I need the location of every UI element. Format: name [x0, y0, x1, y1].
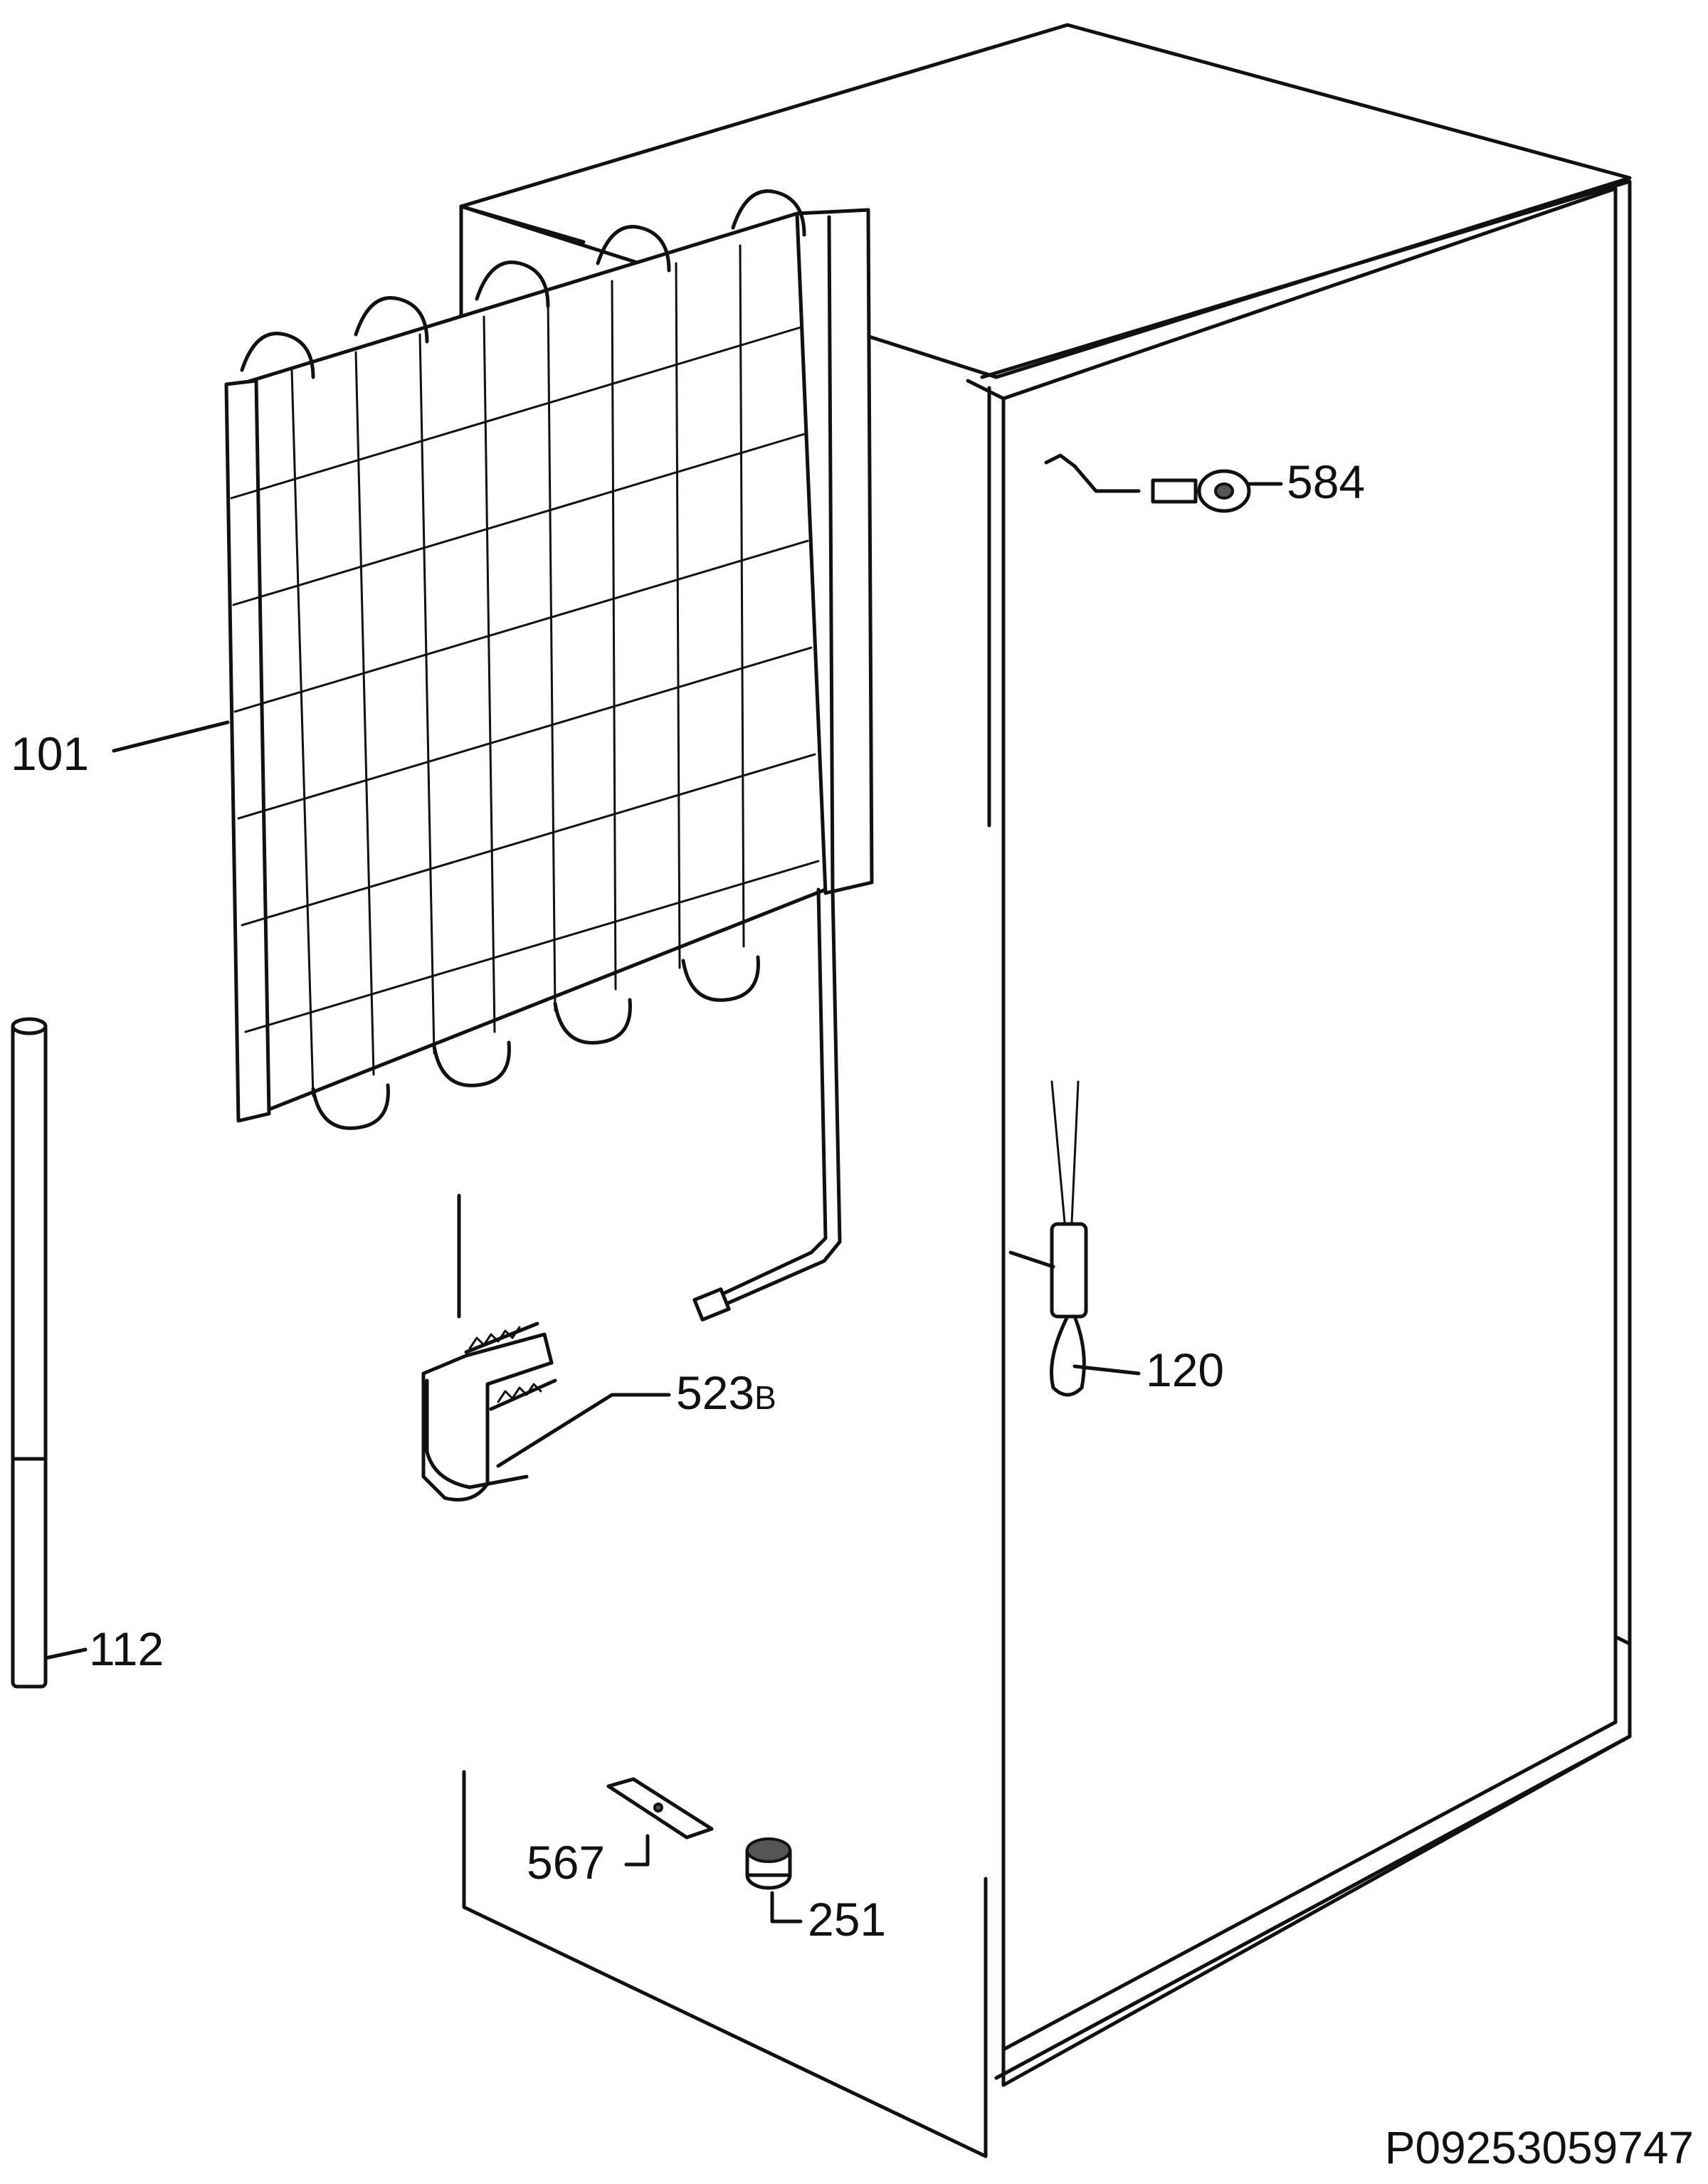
callout-523b-suffix: B	[754, 1379, 776, 1416]
callout-523b: 523B	[676, 1366, 776, 1419]
drawing-code: P09253059747	[1385, 2122, 1694, 2173]
callout-251: 251	[808, 1893, 886, 1946]
nut-part-251	[745, 1837, 792, 1890]
clip-part-523b	[421, 1193, 557, 1502]
callout-leaders	[43, 482, 1283, 1924]
callout-523b-number: 523	[676, 1366, 754, 1419]
connector-part-584	[1044, 453, 1251, 513]
drain-pipe-part-112	[11, 1017, 48, 1689]
condenser-part-101	[224, 189, 874, 1322]
callout-112: 112	[89, 1623, 164, 1675]
callout-120: 120	[1146, 1344, 1224, 1396]
sensor-part-120	[1008, 1080, 1088, 1397]
callout-567: 567	[527, 1836, 605, 1889]
condenser-fins	[230, 244, 820, 1097]
bracket-part-567	[606, 1777, 714, 1840]
callout-101: 101	[11, 727, 89, 780]
callout-584: 584	[1287, 455, 1365, 508]
